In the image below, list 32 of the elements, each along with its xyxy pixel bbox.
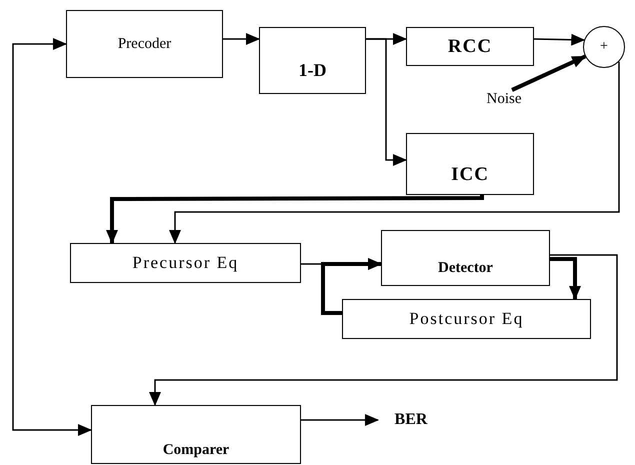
- block-label: Precoder: [118, 36, 172, 52]
- block-label: RCC: [448, 36, 492, 58]
- process-box: [342, 299, 591, 339]
- process-box: [406, 27, 534, 66]
- arrow: [550, 257, 581, 300]
- block-label: Detector: [438, 260, 493, 277]
- process-box: [70, 243, 301, 283]
- block-label: Postcursor Eq: [409, 309, 524, 329]
- arrow: [223, 33, 260, 45]
- process-box: [381, 230, 550, 286]
- arrow: [534, 34, 586, 46]
- summing-junction: [583, 26, 625, 68]
- arrow: [321, 258, 382, 315]
- arrow: [169, 62, 620, 244]
- block-label: ICC: [451, 164, 489, 186]
- process-box: [91, 405, 301, 464]
- arrow: [106, 194, 484, 244]
- arrow: [12, 38, 67, 240]
- arrow: [12, 240, 92, 436]
- process-box: [406, 133, 534, 195]
- process-box: [259, 27, 366, 94]
- block-label: Precursor Eq: [132, 253, 239, 273]
- arrow: [301, 414, 379, 426]
- block-label: +: [600, 39, 608, 55]
- block-label: 1-D: [298, 60, 326, 81]
- output-label: BER: [394, 411, 428, 429]
- arrow: [366, 38, 407, 166]
- process-box: [66, 10, 223, 78]
- block-label: Comparer: [162, 442, 230, 459]
- input-label: Noise: [486, 90, 522, 108]
- arrow: [511, 54, 586, 92]
- arrow: [149, 254, 618, 406]
